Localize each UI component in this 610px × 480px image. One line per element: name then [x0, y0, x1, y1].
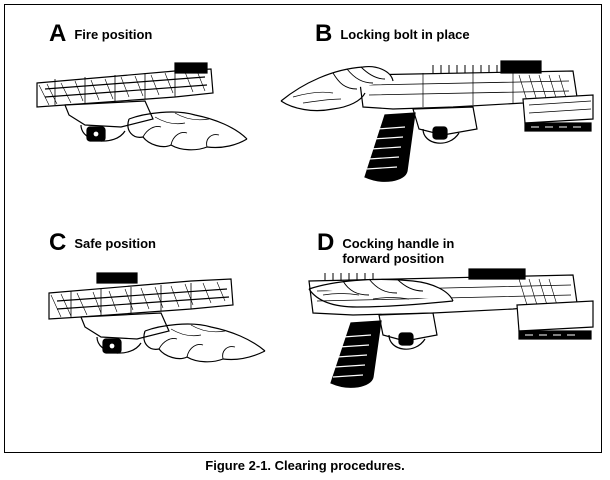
panel-b-letter: B [315, 20, 333, 47]
panel-c-caption-line: Safe position [74, 236, 156, 251]
rifle-bolt-locked-icon [273, 53, 597, 195]
figure-frame: A Fire position [4, 4, 602, 453]
panel-d-caption-line-2: forward position [342, 251, 445, 266]
panel-b-caption-line: Locking bolt in place [340, 27, 470, 42]
panel-a-label: A Fire position [49, 22, 152, 46]
panel-b-label: B Locking bolt in place [315, 22, 470, 46]
panel-c-letter: C [49, 229, 67, 256]
rifle-receiver-safe-icon [41, 267, 271, 379]
figure-caption: Figure 2-1. Clearing procedures. [205, 458, 405, 473]
panel-d-caption-line-1: Cocking handle in [342, 236, 455, 251]
panel-a-letter: A [49, 20, 67, 47]
rifle-cocking-handle-icon [273, 267, 597, 403]
panel-a-caption-line: Fire position [74, 27, 153, 42]
panel-d-letter: D [317, 229, 335, 256]
panel-c-label: C Safe position [49, 231, 156, 255]
panel-b-caption: Locking bolt in place [340, 22, 469, 42]
panel-d-caption: Cocking handle in forward position [342, 231, 454, 266]
rifle-receiver-fire-icon [25, 53, 255, 165]
panel-d-label: D Cocking handle in forward position [317, 229, 454, 267]
panel-c-caption: Safe position [74, 231, 156, 251]
panel-a-caption: Fire position [74, 22, 152, 42]
